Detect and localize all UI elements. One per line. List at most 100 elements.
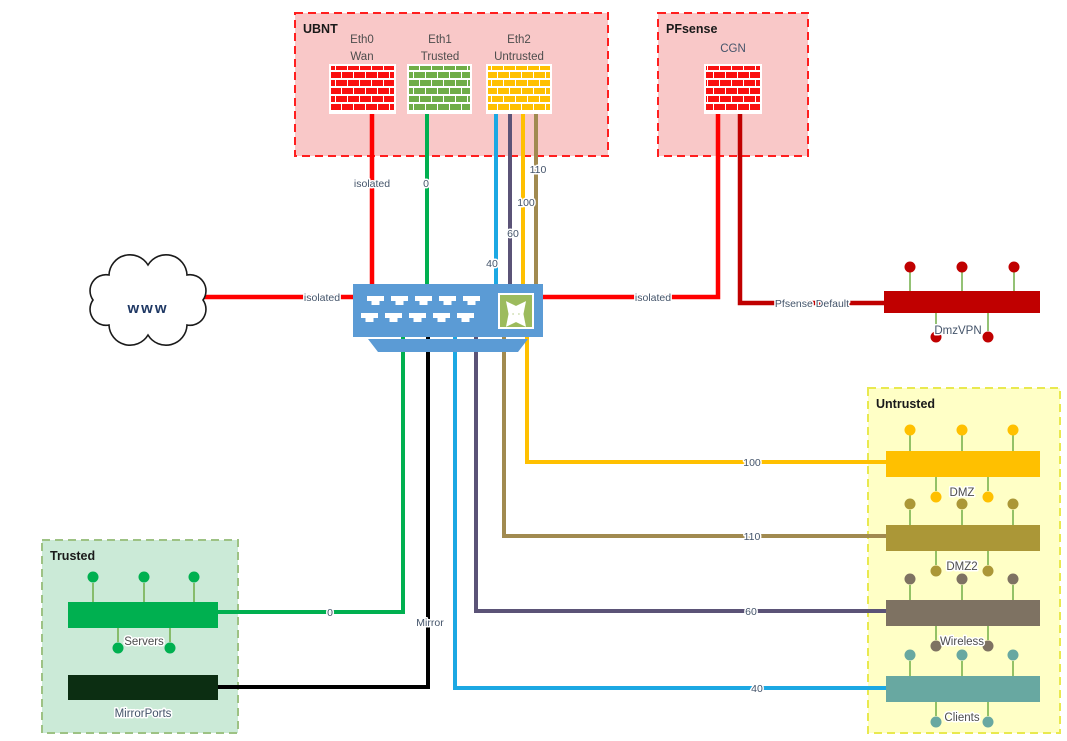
device-wireless: Wireless	[886, 573, 1040, 652]
firewall-eth2: Eth2 Untrusted	[486, 34, 552, 114]
label-vlan60: 60	[745, 606, 757, 618]
link-switch-to-clients	[453, 336, 886, 690]
port-icon	[439, 296, 456, 305]
eth2-role: Untrusted	[494, 51, 544, 63]
link-cgn-to-dmzvpn	[737, 112, 884, 306]
eth0-role: Wan	[350, 51, 373, 63]
link-switch-to-wireless	[474, 336, 886, 613]
link-switch-to-cgn	[543, 112, 721, 300]
pfsense-group-title: PFsense	[666, 22, 717, 36]
cgn-brick-wall	[704, 64, 762, 114]
endpoint-dot	[904, 261, 916, 273]
endpoint-dot	[930, 331, 942, 343]
endpoint-dot	[904, 573, 916, 585]
endpoint-dot	[956, 424, 968, 436]
untrusted-group-title: Untrusted	[876, 397, 935, 411]
endpoint-dot	[1007, 498, 1019, 510]
endpoint-dot	[982, 716, 994, 728]
endpoint-dot	[956, 261, 968, 273]
label-vlan0-drop: 0	[423, 178, 429, 190]
port-icon	[367, 296, 384, 305]
endpoint-dot	[1008, 261, 1020, 273]
crossover-arrow	[505, 301, 527, 327]
link-switch-to-servers	[218, 336, 405, 614]
port-icon	[361, 313, 378, 322]
port-icon	[457, 313, 474, 322]
label-pfsense-default: Pfsense Default	[775, 298, 849, 310]
port-icon	[385, 313, 402, 322]
port-icon	[415, 296, 432, 305]
endpoint-dot	[138, 571, 150, 583]
wireless-label: Wireless	[940, 636, 984, 648]
cloud-shape	[89, 253, 207, 347]
endpoint-dot	[904, 649, 916, 661]
untrusted-group-box	[867, 387, 1061, 734]
servers-bar	[68, 602, 218, 628]
endpoint-dot	[112, 642, 124, 654]
firewall-eth1: Eth1 Trusted	[407, 34, 472, 114]
dmz2-label: DMZ2	[946, 561, 977, 573]
endpoint-dot	[956, 498, 968, 510]
endpoint-dot	[956, 649, 968, 661]
endpoint-dot	[982, 491, 994, 503]
device-mirrorports: MirrorPorts	[68, 675, 218, 722]
label-wan-isolated: isolated	[304, 292, 340, 304]
port-icon	[409, 313, 426, 322]
link-labels: isolated isolated isolated Pfsense Defau…	[302, 163, 850, 697]
endpoint-dot	[1007, 649, 1019, 661]
label-vlan40: 40	[751, 683, 763, 695]
trusted-group-title: Trusted	[50, 549, 95, 563]
eth0-name: Eth0	[350, 34, 374, 46]
servers-label: Servers	[124, 636, 164, 648]
switch-base	[368, 339, 528, 352]
endpoint-dot	[1007, 424, 1019, 436]
label-eth0-isolated: isolated	[354, 178, 390, 190]
endpoint-dot	[164, 642, 176, 654]
dmzvpn-label: DmzVPN	[934, 325, 981, 337]
clients-label: Clients	[944, 712, 979, 724]
eth2-brick-wall	[486, 64, 552, 114]
endpoint-dot	[904, 498, 916, 510]
mirrorports-bar	[68, 675, 218, 700]
crossover-icon-box	[498, 293, 534, 329]
dmz2-bar	[886, 525, 1040, 551]
ubnt-group-title: UBNT	[303, 22, 338, 36]
dmzvpn-bar	[884, 291, 1040, 313]
device-dmz2: DMZ2	[886, 498, 1040, 577]
link-switch-to-mirrorports	[218, 336, 430, 689]
endpoint-dot	[188, 571, 200, 583]
link-switch-to-dmz2	[502, 336, 886, 538]
endpoint-dot	[982, 640, 994, 652]
endpoint-dot	[904, 424, 916, 436]
eth2-name: Eth2	[507, 34, 531, 46]
port-icon	[463, 296, 480, 305]
dmz-label: DMZ	[950, 487, 975, 499]
label-vlan100: 100	[743, 457, 761, 469]
eth1-role: Trusted	[421, 51, 460, 63]
mirrorports-label: MirrorPorts	[115, 708, 172, 720]
endpoint-dot	[87, 571, 99, 583]
device-dmz: DMZ	[886, 424, 1040, 503]
device-clients: Clients	[886, 649, 1040, 728]
www-label: www	[126, 300, 168, 317]
endpoint-dot	[982, 565, 994, 577]
endpoint-dot	[930, 716, 942, 728]
switch-ports	[361, 296, 480, 322]
link-switch-to-dmz	[525, 336, 886, 464]
dmz-bar	[886, 451, 1040, 477]
switch	[353, 284, 543, 352]
eth0-brick-wall	[329, 64, 396, 114]
endpoint-dot	[956, 573, 968, 585]
label-vlan40-drop: 40	[486, 258, 498, 270]
firewall-cgn: CGN	[704, 43, 762, 114]
label-vlan0: 0	[327, 607, 333, 619]
trusted-group-box	[41, 539, 239, 734]
device-dmzvpn: DmzVPN	[884, 261, 1040, 343]
cgn-name: CGN	[720, 43, 746, 55]
endpoint-dot	[1007, 573, 1019, 585]
wireless-bar	[886, 600, 1040, 626]
label-vlan110: 110	[744, 531, 761, 543]
crossover-icon	[498, 293, 534, 329]
firewall-eth0: Eth0 Wan	[329, 34, 396, 114]
